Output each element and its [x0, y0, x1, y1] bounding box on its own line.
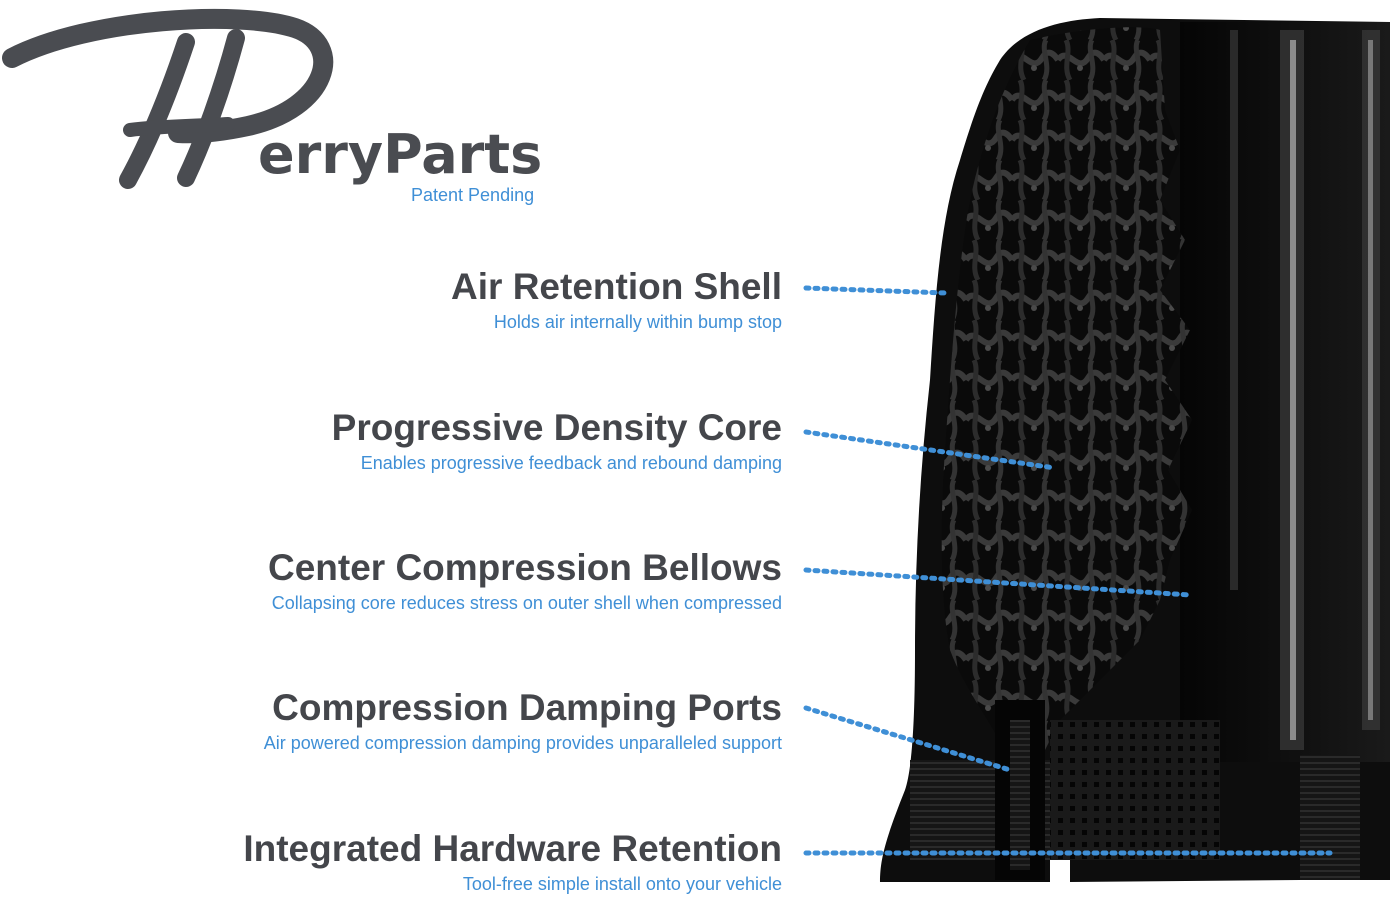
feature-compression-damping-ports: Compression Damping Ports Air powered co…	[264, 689, 782, 752]
feature-title: Compression Damping Ports	[272, 687, 782, 728]
feature-title: Progressive Density Core	[331, 407, 782, 448]
feature-description: Holds air internally within bump stop	[493, 312, 782, 332]
feature-title: Center Compression Bellows	[267, 547, 782, 588]
feature-description: Collapsing core reduces stress on outer …	[271, 593, 782, 613]
feature-title: Air Retention Shell	[451, 266, 782, 307]
feature-description: Tool-free simple install onto your vehic…	[462, 874, 782, 894]
feature-title: Integrated Hardware Retention	[243, 828, 782, 869]
feature-description: Air powered compression damping provides…	[263, 733, 782, 753]
feature-air-retention-shell: Air Retention Shell Holds air internally…	[451, 268, 782, 331]
brand-logo-icon	[2, 8, 334, 189]
feature-center-compression-bellows: Center Compression Bellows Collapsing co…	[268, 549, 782, 612]
feature-integrated-hardware-retention: Integrated Hardware Retention Tool-free …	[243, 830, 782, 893]
brand-wordmark: erryParts	[258, 123, 543, 186]
patent-pending-tagline: Patent Pending	[411, 185, 535, 205]
feature-progressive-density-core: Progressive Density Core Enables progres…	[332, 409, 782, 472]
feature-description: Enables progressive feedback and rebound…	[360, 453, 782, 473]
